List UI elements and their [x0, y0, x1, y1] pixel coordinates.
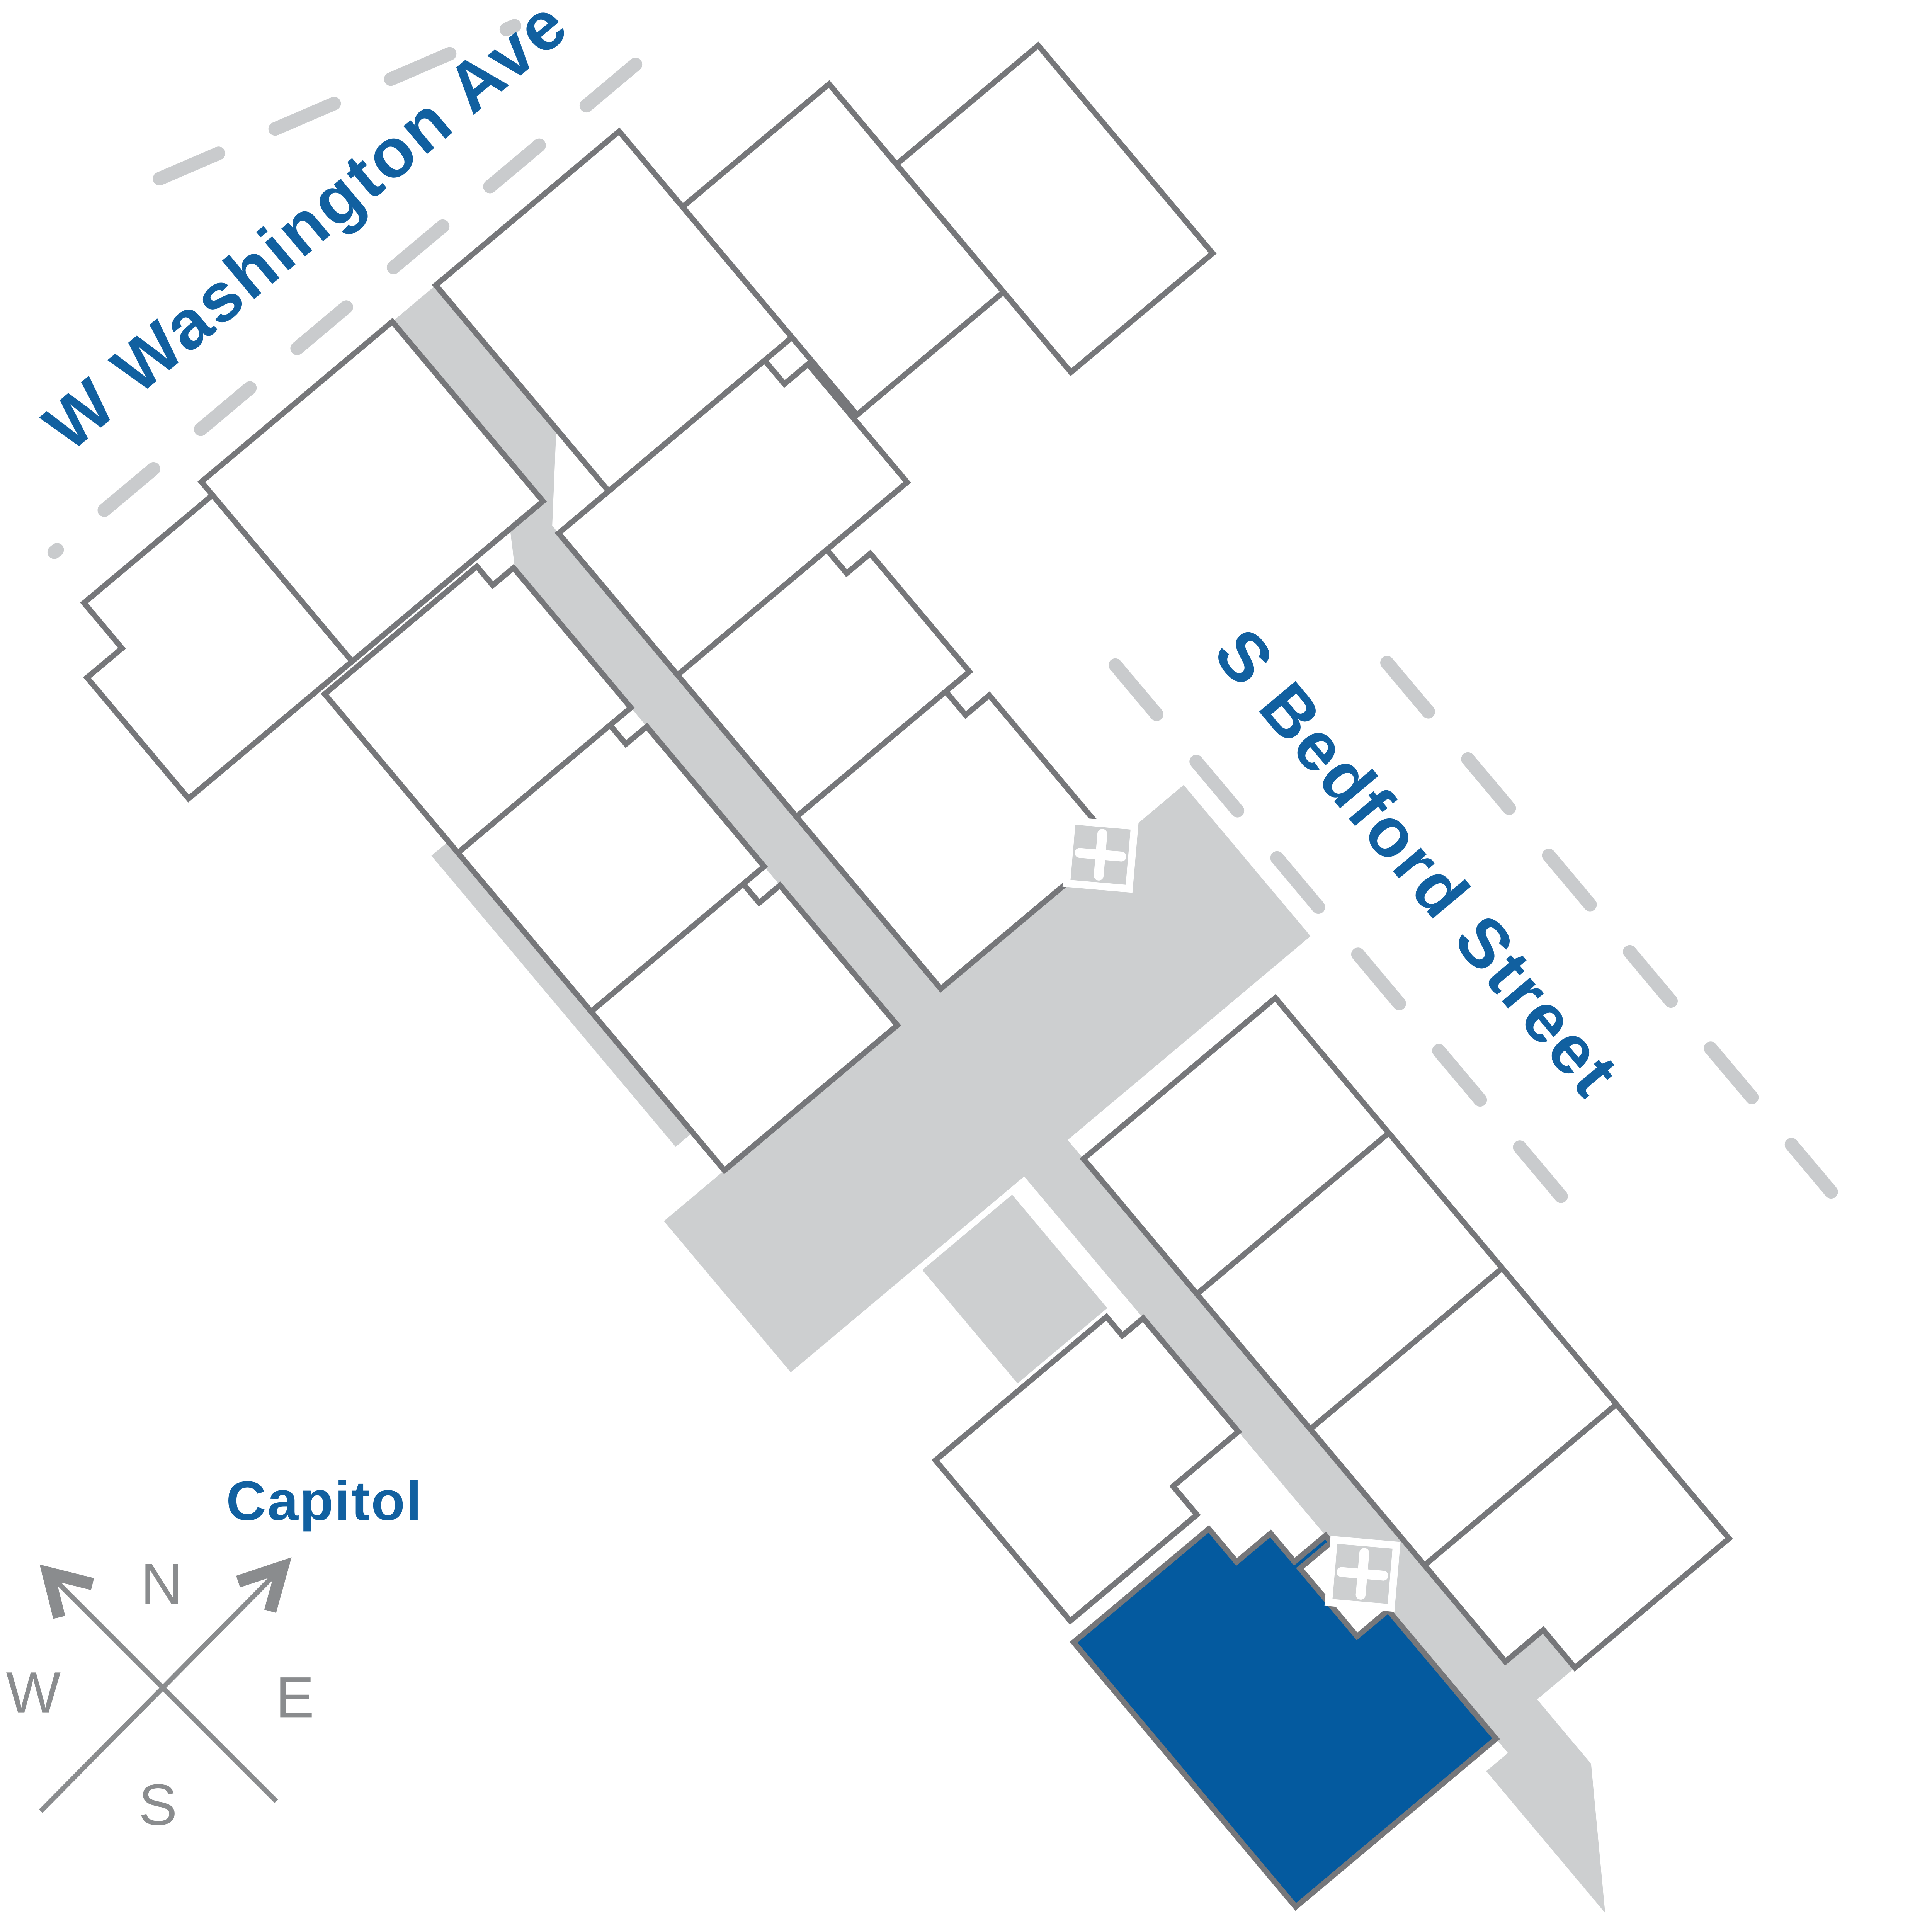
compass-n: N [141, 1551, 182, 1616]
unit-lower-sw-1[interactable] [931, 1299, 1262, 1625]
washington-street-dash-outer [153, 19, 522, 186]
x-marker-2 [1324, 1536, 1401, 1612]
private-road [392, 285, 1605, 1913]
unit-sw-3[interactable] [587, 866, 901, 1174]
x-icon [1075, 829, 1126, 881]
unit-ne-3[interactable] [793, 672, 1118, 993]
compass-arrowhead-nw [39, 1564, 94, 1619]
compass-arrowhead-ne [236, 1557, 292, 1613]
compass-w: W [6, 1660, 61, 1725]
unit-west-2[interactable] [49, 491, 356, 803]
unit-lower-ne-4[interactable] [1420, 1400, 1733, 1699]
bedford-street-dash-inner [1108, 658, 1590, 1230]
driveway-strip [922, 1194, 1107, 1384]
unit-sw-2[interactable] [454, 707, 768, 1016]
compass-axis-ne-sw [39, 1565, 284, 1813]
compass-s: S [139, 1772, 177, 1837]
unit-stair-c[interactable] [892, 41, 1217, 376]
compass-e: E [276, 1665, 314, 1730]
capitol-label: Capitol [226, 1470, 423, 1532]
unit-sw-1[interactable] [321, 549, 635, 857]
x-icon [1337, 1548, 1388, 1600]
compass-rose: N W E S [6, 1551, 314, 1837]
sidewalk-strip [431, 841, 693, 1147]
washington-street-dash-inner [47, 58, 643, 559]
highlighted-unit[interactable] [1070, 1474, 1500, 1911]
x-marker-1 [1062, 816, 1139, 893]
